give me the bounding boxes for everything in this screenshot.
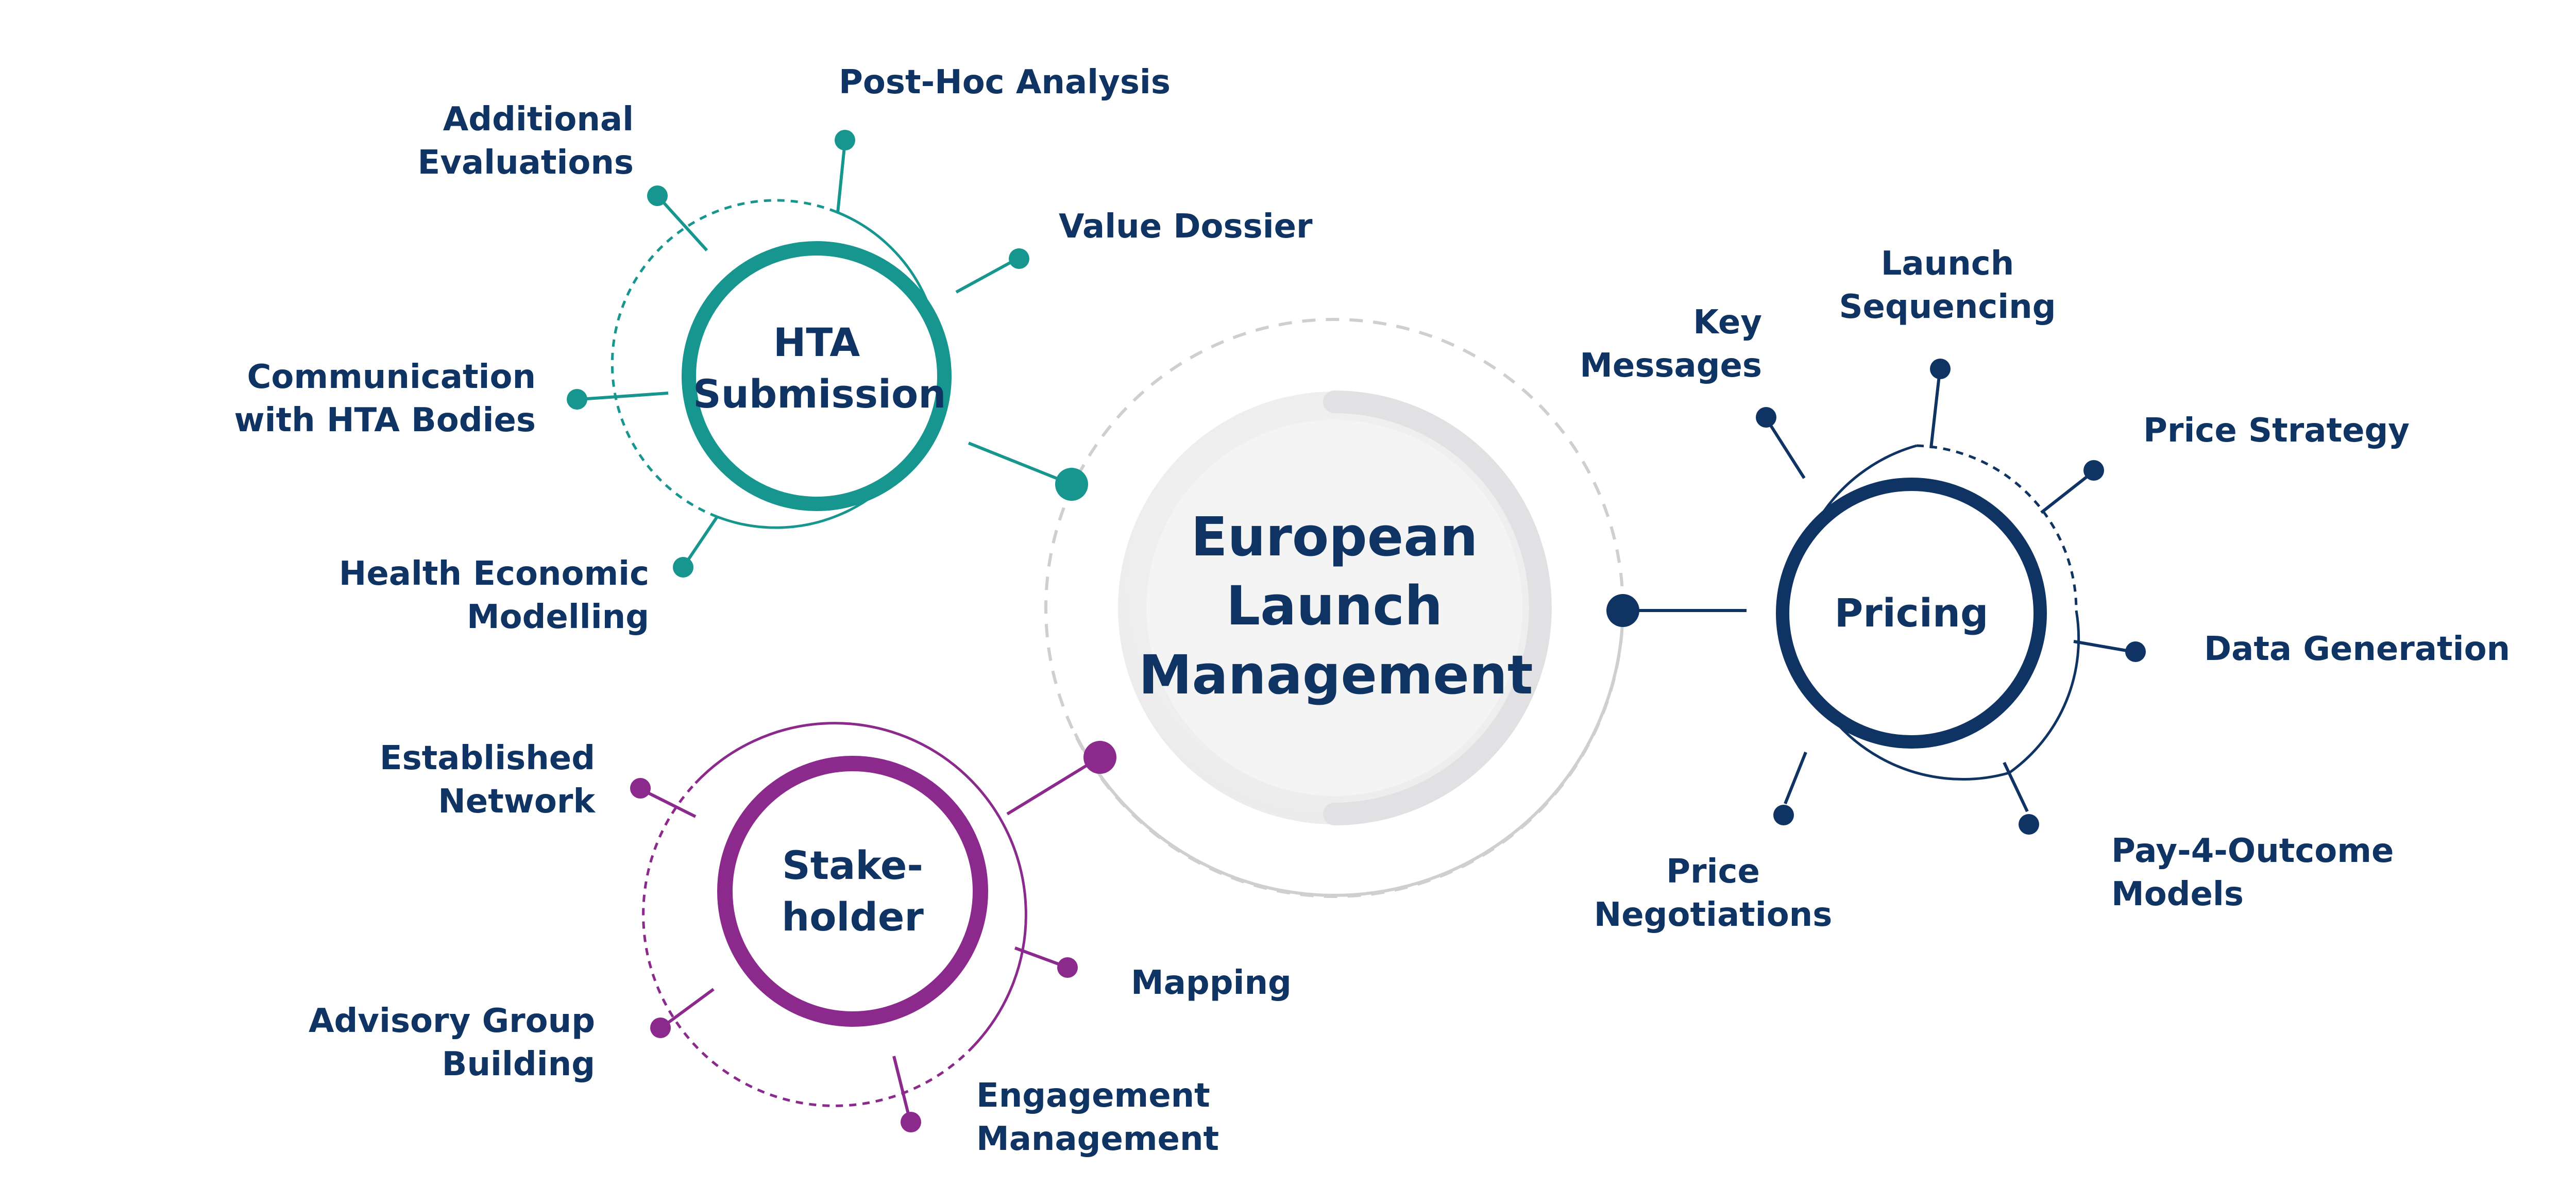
- hta-spoke: [683, 516, 719, 567]
- stakeholder-hub: [630, 722, 1116, 1132]
- center-outer-solid-arc: [1074, 607, 1624, 897]
- stakeholder-hub-title: Stake- holder: [782, 842, 924, 940]
- pricing-hub-title: Pricing: [1834, 590, 1989, 636]
- pricing-spoke: [2040, 471, 2093, 514]
- label-health-economic-modelling: Health Economic Modelling: [338, 555, 649, 636]
- pricing-dot-price-neg: [1773, 805, 1794, 825]
- stakeholder-spoke: [664, 988, 715, 1027]
- pricing-dot-data-gen: [2125, 641, 2146, 662]
- hta-inner-ring: [682, 241, 952, 511]
- label-post-hoc-analysis: Post-Hoc Analysis: [839, 63, 1171, 101]
- hta-hub-title: HTA Submission: [693, 319, 946, 417]
- label-data-generation: Data Generation: [2204, 630, 2511, 668]
- hta-dot-health-econ: [673, 557, 693, 578]
- hta-spoke: [955, 257, 1019, 294]
- stakeholder-dot-engagement: [901, 1112, 921, 1132]
- stakeholder-inner-ring: [717, 756, 988, 1027]
- hta-dot-value-dossier: [1009, 248, 1029, 269]
- label-advisory-group-building: Advisory Group Building: [308, 1002, 595, 1083]
- center-title: European Launch Management: [1139, 505, 1533, 706]
- label-key-messages: Key Messages: [1580, 303, 1762, 385]
- center-inner-disc: [1146, 420, 1522, 796]
- center-hub: [1044, 318, 1624, 898]
- pricing-outer-solid-arc-2: [2008, 610, 2080, 774]
- hta-dot-post-hoc: [835, 130, 855, 150]
- label-price-negotiations: Price Negotiations: [1594, 853, 1833, 934]
- stakeholder-spoke: [1014, 946, 1065, 968]
- center-inner-arc: [1323, 391, 1552, 825]
- pricing-dot-pay4: [2019, 814, 2039, 835]
- pricing-dot-price-strategy: [2083, 460, 2104, 481]
- stakeholder-connector: [1006, 756, 1101, 816]
- pricing-hub: [1606, 359, 2146, 835]
- pricing-dot-key-messages: [1756, 407, 1776, 428]
- pricing-connector-node: [1606, 594, 1639, 627]
- stakeholder-outer-solid-arc: [694, 722, 1027, 1047]
- stakeholder-spoke: [643, 789, 697, 818]
- stakeholder-outer-dashed-arc: [642, 782, 975, 1107]
- pricing-spoke: [1766, 419, 1806, 479]
- hta-spoke: [579, 392, 669, 401]
- pricing-spoke: [1784, 751, 1807, 805]
- pricing-spoke: [1929, 370, 1941, 449]
- pricing-outer-dashed-arc: [1916, 444, 2078, 611]
- hta-outer-dashed-arc: [611, 199, 835, 518]
- pricing-inner-ring: [1776, 478, 2047, 749]
- stakeholder-spoke: [892, 1056, 911, 1119]
- label-engagement-management: Engagement Management: [976, 1077, 1219, 1158]
- label-price-strategy: Price Strategy: [2143, 412, 2410, 450]
- stakeholder-dot-mapping: [1057, 957, 1078, 978]
- hta-hub: [567, 130, 1088, 578]
- hta-connector-node: [1055, 468, 1088, 501]
- label-value-dossier: Value Dossier: [1059, 208, 1313, 246]
- label-pay-4-outcome-models: Pay-4-Outcome Models: [2111, 832, 2394, 913]
- pricing-spoke: [2073, 640, 2133, 653]
- pricing-spoke: [2003, 761, 2029, 812]
- pricing-dot-launch-seq: [1930, 359, 1951, 379]
- label-launch-sequencing: Launch Sequencing: [1839, 245, 2056, 326]
- stakeholder-dot-established: [630, 778, 651, 799]
- hta-spoke: [657, 195, 708, 252]
- hta-connector: [968, 442, 1073, 486]
- hta-dot-communication: [567, 389, 587, 410]
- label-mapping: Mapping: [1131, 964, 1292, 1002]
- label-additional-evaluations: Additional Evaluations: [417, 100, 634, 182]
- label-communication-hta-bodies: Communication with HTA Bodies: [234, 358, 536, 439]
- stakeholder-connector-node: [1083, 741, 1116, 774]
- label-established-network: Established Network: [379, 739, 595, 821]
- hta-dot-additional: [647, 185, 668, 206]
- stakeholder-dot-advisory: [650, 1018, 671, 1038]
- hta-spoke: [836, 141, 846, 213]
